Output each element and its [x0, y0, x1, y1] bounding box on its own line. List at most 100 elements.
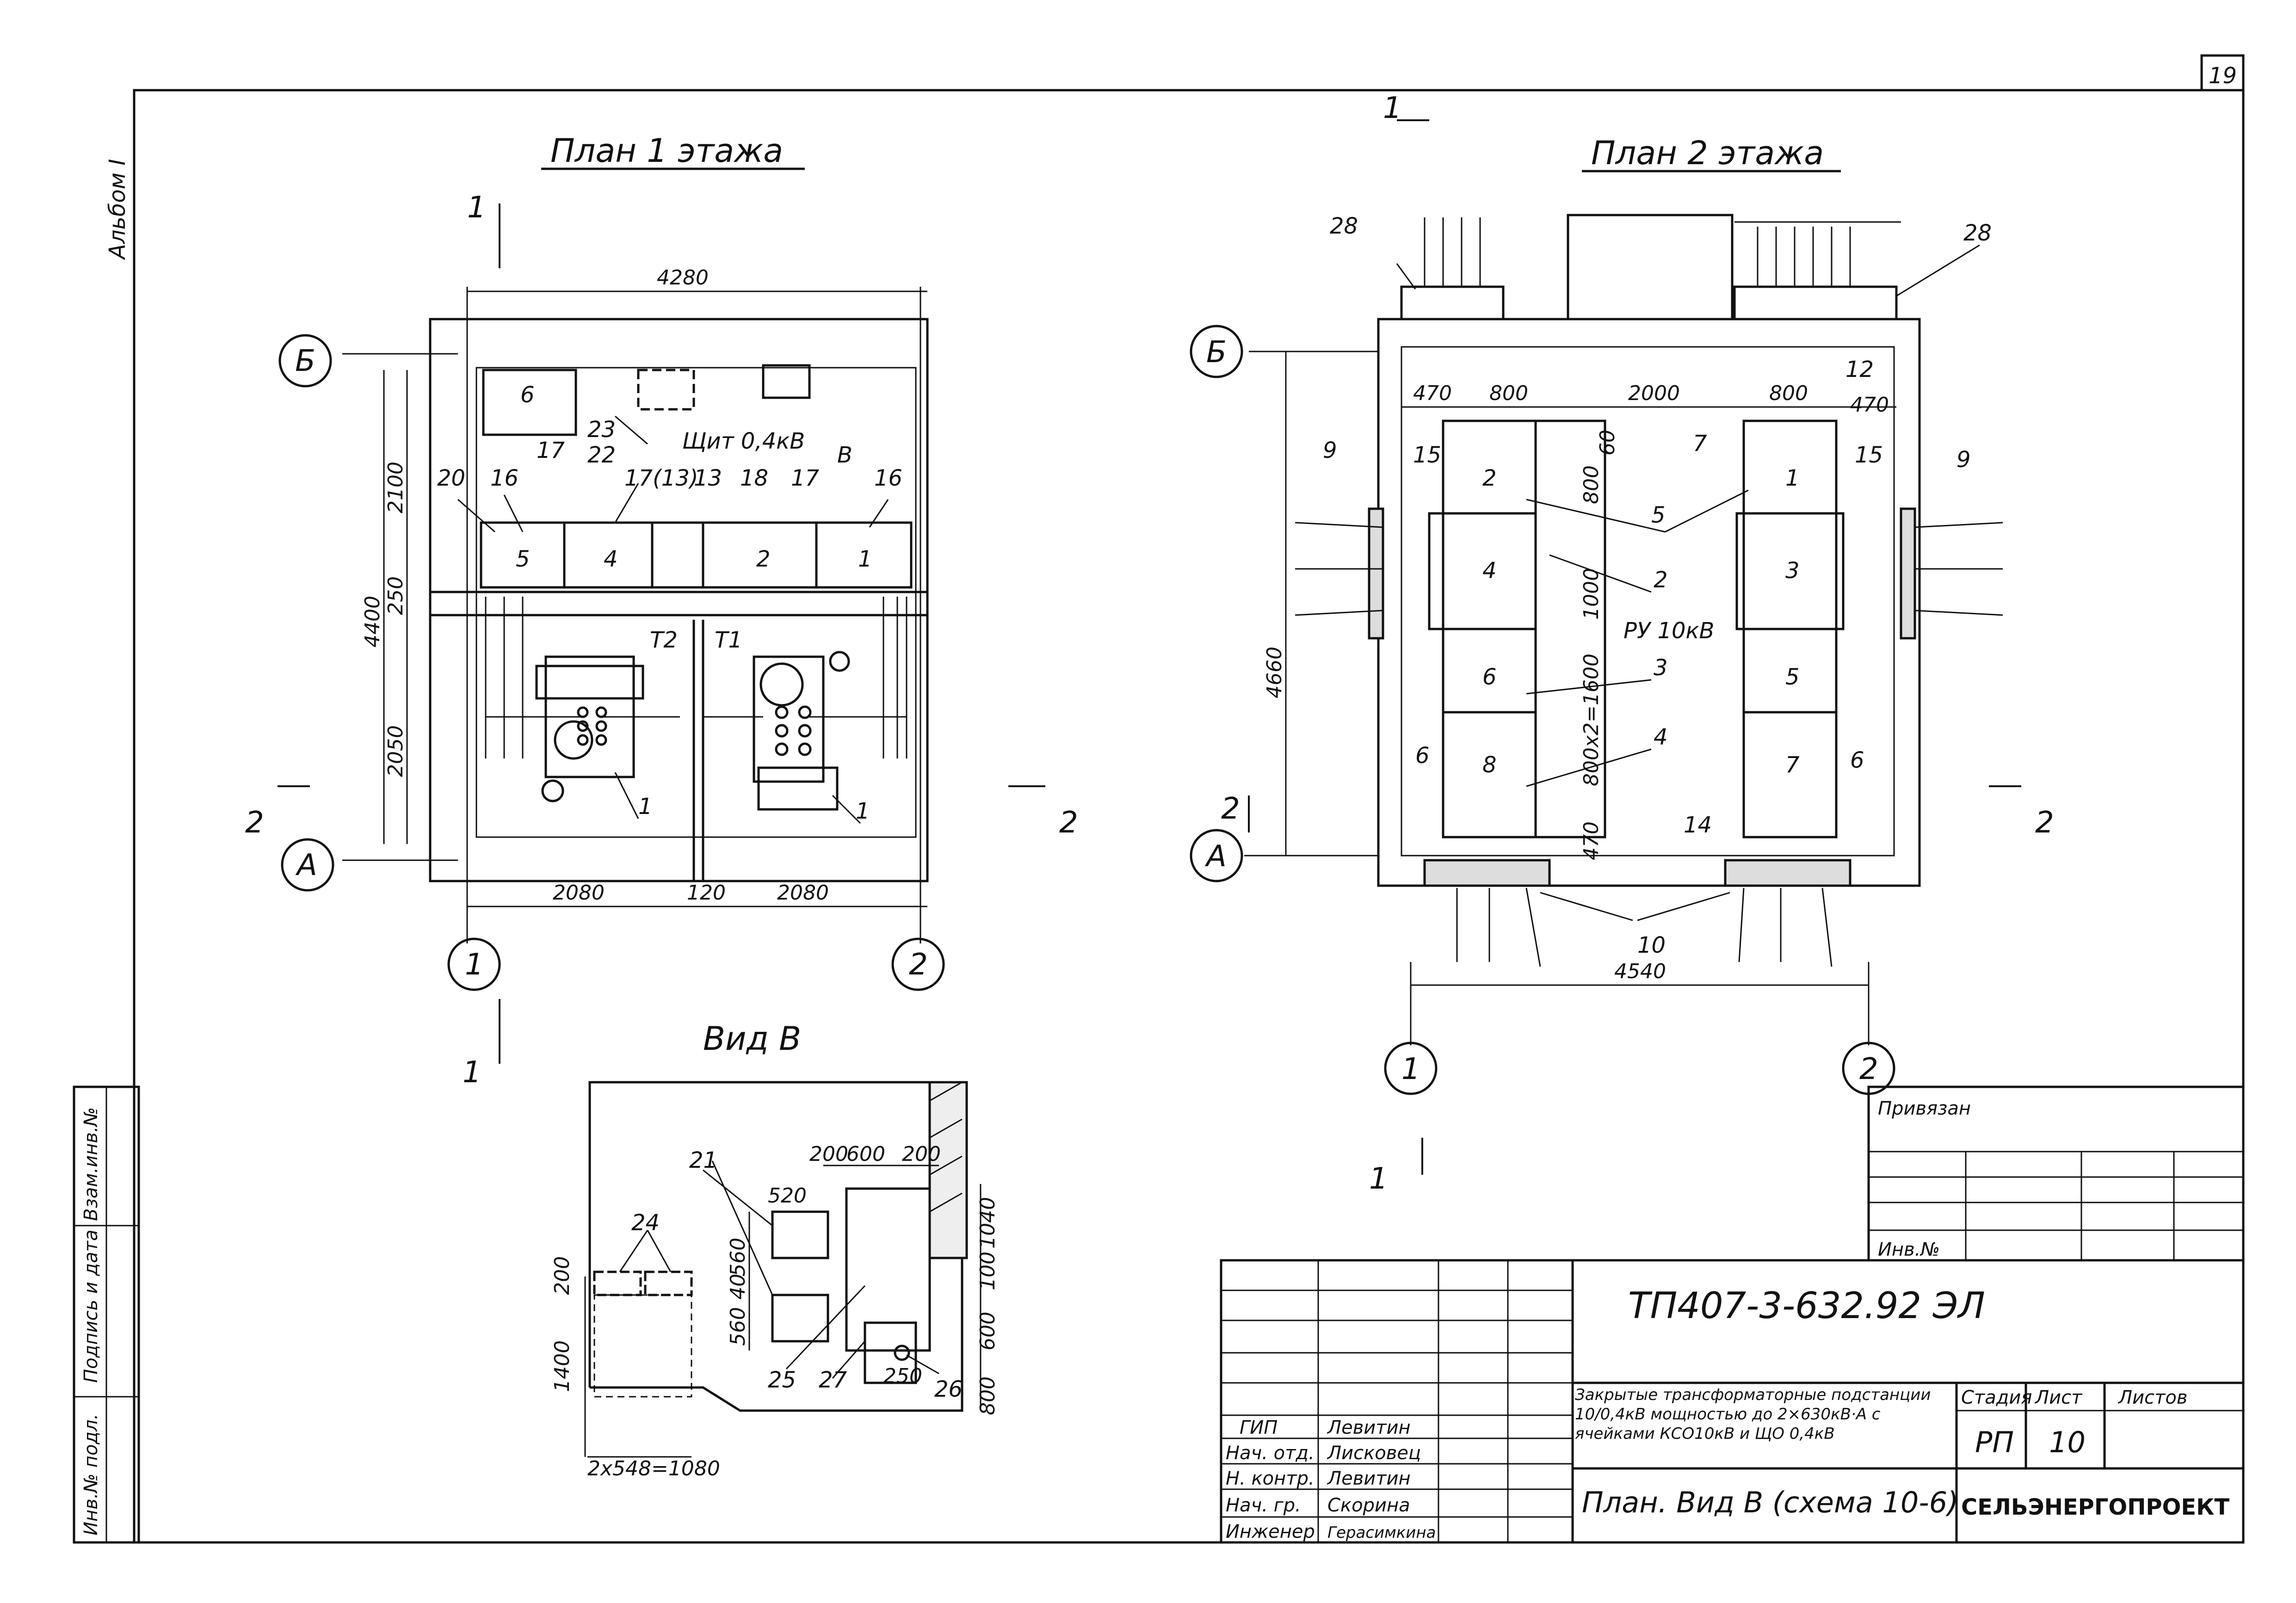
stamp-header-sheet: Лист — [2034, 1387, 2083, 1408]
plan2-dim-1600: 800х2=1600 — [1580, 654, 1603, 786]
plan2-dim-bottom: 4540 — [1614, 960, 1666, 983]
view-b-callout: 25 — [768, 1367, 796, 1393]
plan2-cell-left: 8 — [1482, 752, 1497, 778]
title-block: Инв.№ подл. Подпись и дата Взам.инв.№ Пр… — [73, 1085, 2245, 1544]
view-b-dim: 560 — [726, 1238, 750, 1276]
plan2-dim-height: 4660 — [1263, 647, 1286, 698]
plan1-panel-label: Щит 0,4кВ — [682, 428, 805, 454]
plan2-cell-left: 2 — [1482, 465, 1497, 491]
plan1-callout: 1 — [638, 794, 653, 820]
view-b-dim: 800 — [976, 1376, 1000, 1415]
plan1-callout: 17 — [537, 438, 565, 463]
stamp-role: Инженер — [1226, 1521, 1315, 1542]
plan1-dim-bottom-right: 2080 — [777, 881, 829, 905]
view-b-dim: 600 — [846, 1142, 885, 1166]
view-b-dim: 560 — [726, 1307, 750, 1346]
plan1-callout: 17 — [791, 465, 820, 491]
plan2-callout: 12 — [1845, 357, 1874, 382]
plan1-dim-bottom-mid: 120 — [687, 881, 726, 905]
plan1-cell: 1 — [858, 546, 872, 572]
plan2-title: План 2 этажа — [1591, 134, 1824, 172]
plan2-dim-800: 800 — [1580, 465, 1603, 504]
plan1-cell: 4 — [604, 546, 618, 572]
plan2-dim-1000: 1000 — [1580, 568, 1603, 620]
view-b-dim: 1040 — [976, 1197, 1000, 1249]
plan2: План 2 этажа — [1190, 91, 2054, 1196]
stamp-org: СЕЛЬЭНЕРГОПРОЕКТ — [1961, 1494, 2229, 1520]
plan2-ru-label: РУ 10кВ — [1623, 618, 1714, 644]
stamp-inv-no: Инв.№ — [1878, 1239, 1940, 1260]
plan1-dim-lower: 2050 — [384, 725, 407, 777]
stamp-description: Закрытые трансформаторные подстанции 10/… — [1575, 1386, 1931, 1443]
plan1: План 1 этажа — [245, 132, 1078, 1090]
plan1-callout: 17(13) — [624, 465, 698, 491]
stamp-header-sheets: Листов — [2117, 1387, 2187, 1408]
view-b-dim: 520 — [768, 1184, 807, 1208]
plan2-callout: 3 — [1654, 655, 1668, 681]
plan2-cell-left: 4 — [1482, 558, 1497, 584]
view-b-dim: 200 — [550, 1256, 574, 1295]
plan1-section-left: 2 — [245, 806, 264, 840]
plan2-cell-right: 3 — [1785, 558, 1800, 584]
plan1-callout: 16 — [874, 465, 902, 491]
plan1-callout: 16 — [490, 465, 518, 491]
album-label: Альбом I — [105, 159, 130, 260]
plan1-dim-mid: 250 — [384, 576, 407, 615]
plan1-dim-bottom-left: 2080 — [553, 881, 605, 905]
plan1-transformer-label: Т1 — [715, 627, 742, 653]
stamp-name: Лисковец — [1327, 1443, 1421, 1464]
plan2-section-right: 2 — [2035, 806, 2054, 840]
plan2-dim-top: 470 — [1850, 393, 1889, 417]
stamp-privyazan: Привязан — [1878, 1098, 1971, 1119]
plan1-view-marker: В — [837, 442, 852, 468]
plan2-callout: 7 — [1693, 431, 1707, 456]
plan1-callout: 1 — [856, 798, 870, 824]
plan2-dim-top: 2000 — [1628, 382, 1680, 405]
plan2-cell-left: 6 — [1482, 664, 1497, 690]
plan1-transformer-label: Т2 — [650, 627, 678, 653]
stamp-side-label: Подпись и дата — [80, 1230, 102, 1383]
stamp-code: ТП407-3-632.92 ЭЛ — [1628, 1285, 1985, 1327]
plan1-section-top: 1 — [467, 191, 486, 225]
plan2-callout: 14 — [1684, 812, 1712, 838]
plan1-panel-row — [480, 521, 913, 589]
plan1-cell: 5 — [516, 546, 530, 572]
plan1-title: План 1 этажа — [550, 132, 783, 170]
plan2-axis-top: Б — [1206, 335, 1227, 370]
plan2-section-top: 1 — [1383, 91, 1402, 125]
stamp-role: Нач. гр. — [1226, 1495, 1301, 1516]
stamp-stage: РП — [1975, 1425, 2014, 1459]
stamp-side-label: Взам.инв.№ — [80, 1107, 102, 1221]
plan1-axis-bottom: А — [295, 848, 317, 882]
plan1-dim-height: 4400 — [361, 596, 384, 647]
plan2-callout: 5 — [1651, 502, 1666, 528]
plan2-callout: 15 — [1413, 442, 1441, 468]
plan1-callout: 13 — [694, 465, 722, 491]
view-b-dim: 40 — [726, 1274, 750, 1300]
stamp-sheet-title: План. Вид В (схема 10-6) — [1582, 1486, 1958, 1519]
stamp-role: Нач. отд. — [1226, 1443, 1315, 1464]
stamp-name: Левитин — [1327, 1468, 1411, 1489]
plan2-dim-top: 470 — [1413, 382, 1452, 405]
plan2-callout: 2 — [1654, 567, 1668, 593]
view-b-callout: 24 — [631, 1210, 660, 1236]
plan2-callout: 6 — [1850, 747, 1864, 773]
stamp-name: Герасимкина — [1327, 1523, 1436, 1542]
plan1-section-right: 2 — [1059, 806, 1078, 840]
stamp-role: ГИП — [1240, 1417, 1278, 1438]
plan1-section-bottom: 1 — [463, 1055, 481, 1090]
view-b: Вид В — [550, 1020, 1000, 1480]
view-b-dim-bottom: 2х548=1080 — [587, 1457, 720, 1480]
stamp-side-label: Инв.№ подл. — [80, 1414, 102, 1535]
plan1-axis-left: 1 — [465, 948, 484, 982]
plan1-dim-upper: 2100 — [384, 462, 407, 513]
stamp-sheet: 10 — [2049, 1425, 2086, 1459]
stamp-name: Левитин — [1327, 1417, 1411, 1438]
plan1-callout: 22 — [587, 442, 616, 468]
plan1-cell: 2 — [756, 546, 771, 572]
plan1-callout: 23 — [587, 417, 616, 443]
plan2-dim-top: 800 — [1489, 382, 1528, 405]
sheet-number-box — [2200, 54, 2245, 92]
plan2-cell-right: 5 — [1785, 664, 1800, 690]
